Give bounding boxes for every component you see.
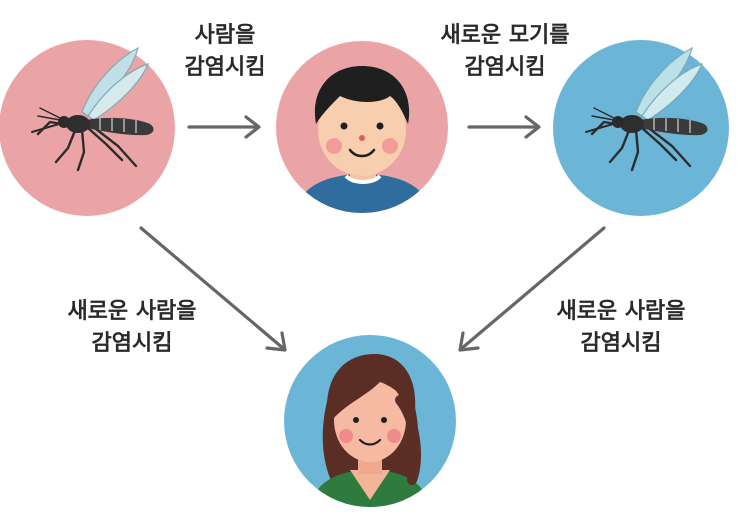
- label-line: 감염시킴: [464, 55, 546, 80]
- label-line: 사람을: [194, 23, 256, 48]
- label-bottom-right: 새로운 사람을 감염시킴: [541, 296, 701, 360]
- label-line: 새로운 모기를: [440, 23, 570, 48]
- label-line: 새로운 사람을: [67, 299, 197, 324]
- arrow-mosquito2-to-woman: [458, 226, 606, 352]
- label-line: 새로운 사람을: [556, 299, 686, 324]
- label-top-right: 새로운 모기를 감염시킴: [430, 20, 580, 84]
- mosquito-node-2: [553, 40, 729, 216]
- label-line: 감염시킴: [184, 55, 266, 80]
- label-line: 감염시킴: [580, 331, 662, 356]
- arrow-mosquito-to-boy: [187, 115, 261, 139]
- mosquito-node-1: [0, 40, 175, 216]
- woman-node: [284, 335, 456, 507]
- label-bottom-left: 새로운 사람을 감염시킴: [52, 296, 212, 360]
- label-top-left: 사람을 감염시킴: [170, 20, 280, 84]
- woman-icon: [312, 354, 428, 507]
- label-line: 감염시킴: [91, 331, 173, 356]
- boy-node: [276, 41, 448, 213]
- arrow-boy-to-mosquito: [467, 115, 541, 139]
- arrow-mosquito-to-woman: [139, 226, 287, 352]
